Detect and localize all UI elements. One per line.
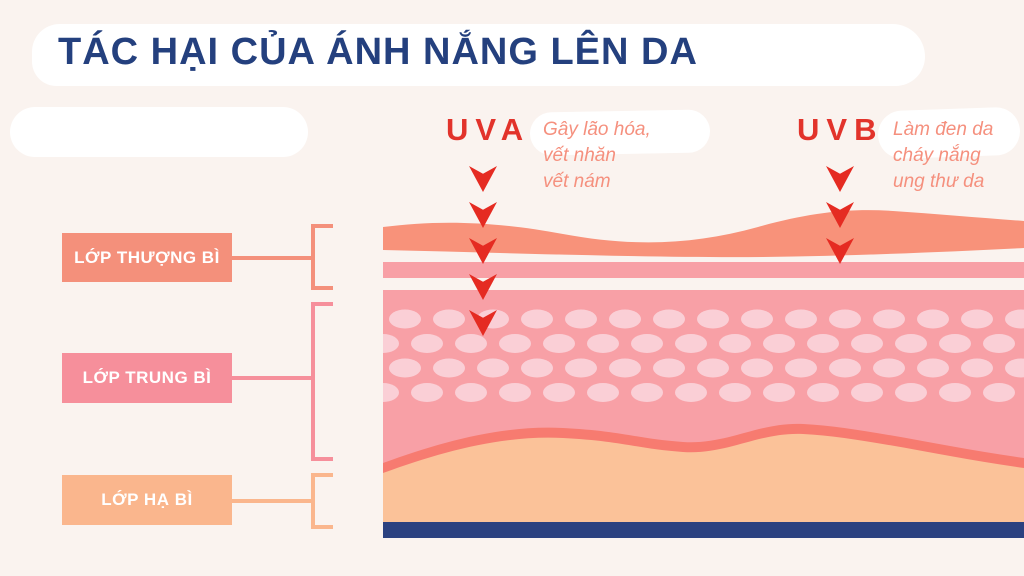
uva-description-line: vết nhăn <box>543 145 616 166</box>
uvb-description-line: cháy nắng <box>893 145 981 166</box>
bracket-dermis <box>311 302 333 461</box>
epidermis-band <box>383 210 1024 258</box>
bracket-hypodermis <box>311 473 333 529</box>
uva-description-line: Gây lão hóa, <box>543 119 651 140</box>
uvb-description-line: Làm đen da <box>893 119 994 140</box>
uvb-description: Làm đen da cháy nắng ung thư da <box>893 117 993 195</box>
dermis-cells <box>383 308 1024 402</box>
base-bar <box>383 522 1024 538</box>
title-highlight-blob <box>32 24 925 86</box>
layer-label-hypodermis: LỚP HẠ BÌ <box>62 475 232 525</box>
hypodermis-band <box>383 433 1024 538</box>
uva-arrow-down-icon <box>469 166 497 192</box>
epidermis-basal-stripe <box>383 262 1024 278</box>
connector-line-epidermis <box>232 256 313 260</box>
connector-line-dermis <box>232 376 313 380</box>
uvb-description-line: ung thư da <box>893 171 985 192</box>
uva-description-line: vết nám <box>543 171 611 192</box>
connector-line-hypodermis <box>232 499 313 503</box>
bracket-epidermis <box>311 224 333 290</box>
uvb-label: UVB <box>797 112 884 147</box>
uva-label: UVA <box>446 112 531 147</box>
uva-description: Gây lão hóa, vết nhăn vết nám <box>543 117 651 195</box>
layer-label-epidermis: LỚP THƯỢNG BÌ <box>62 233 232 282</box>
page-title: TÁC HẠI CỦA ÁNH NẮNG LÊN DA <box>58 31 698 73</box>
decorative-blob <box>10 107 308 157</box>
layer-label-dermis: LỚP TRUNG BÌ <box>62 353 232 403</box>
skin-cross-section-diagram <box>383 210 1024 538</box>
uvb-arrow-down-icon <box>826 166 854 192</box>
